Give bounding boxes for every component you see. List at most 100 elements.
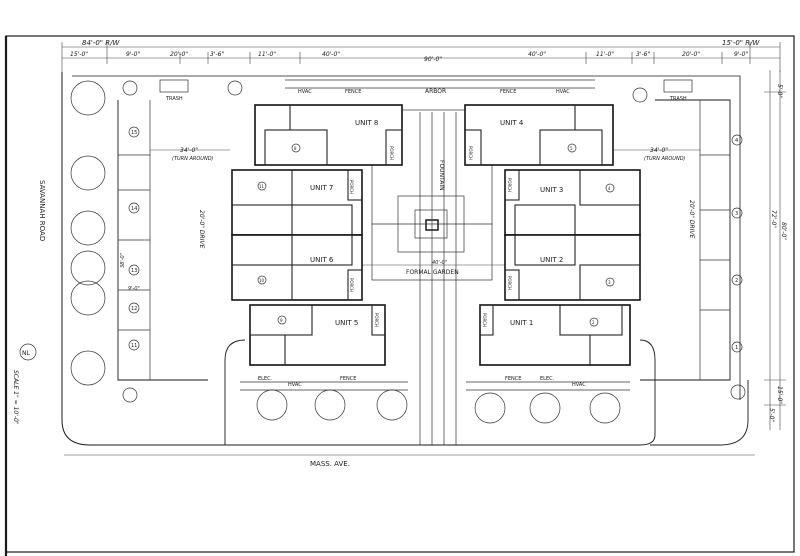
dim-seg-5: 11'-0" [258, 51, 276, 58]
elec-bottom-left: ELEC. [258, 376, 273, 382]
garden-dim: 40'-0" [432, 260, 447, 266]
mark-u1: 2 [592, 320, 595, 325]
hvac-top-right: HVAC [556, 89, 570, 95]
porch-u1: PORCH [482, 313, 487, 327]
top-fence: TRASH TRASH FENCE ARBOR FENCE HVAC HVAC [159, 79, 693, 102]
mark-u2: 3 [608, 280, 611, 285]
elec-bottom-right: ELEC. [540, 376, 555, 382]
porch-u6: PORCH [349, 278, 354, 292]
mark-u7: 11 [259, 184, 265, 189]
site-boundary [61, 72, 755, 456]
stall-12: 12 [131, 306, 137, 312]
dim-right-3: 80'-0" [780, 222, 787, 240]
porch-u2: PORCH [507, 276, 512, 290]
unit-7: UNIT 7 PORCH 11 [231, 169, 363, 236]
trees-left [70, 80, 746, 403]
dim-seg-8: 40'-0" [528, 51, 546, 58]
mark-u6: 10 [259, 278, 265, 283]
unit-8-label: UNIT 8 [355, 119, 378, 127]
hvac-bottom-left: HVAC [288, 382, 302, 388]
north-mark: NL [22, 350, 30, 357]
turnaround-left-dim: 34'-0" [180, 147, 198, 154]
stall-1: 1 [735, 345, 738, 351]
porch-u5: PORCH [374, 313, 379, 327]
top-dimensions: 84'-0" R/W 15'-0" R/W 15'-0" 9'-0" 20'-0… [61, 39, 781, 72]
right-dimensions: 5'-0" 72'-0" 80'-0" 15'-0" 5'-0" [764, 70, 787, 430]
left-dim-a: 38'-0" [120, 253, 126, 268]
bottom-fence: FENCE FENCE HVAC HVAC ELEC. ELEC. [240, 376, 630, 391]
stall-11: 11 [131, 343, 137, 349]
turnaround-right-label: (TURN AROUND) [644, 156, 686, 162]
dim-overall-right: 15'-0" R/W [722, 39, 760, 47]
unit-3: UNIT 3 PORCH 4 [504, 169, 641, 236]
left-dim-b: 9'-0" [128, 286, 140, 292]
stall-4: 4 [735, 138, 738, 144]
unit-6: UNIT 6 PORCH 10 [231, 234, 363, 301]
unit-4: UNIT 4 PORCH 5 [464, 104, 614, 166]
hvac-top-left: HVAC [298, 89, 312, 95]
dim-right-1: 5'-0" [776, 84, 783, 98]
trash-right: TRASH [669, 96, 687, 102]
formal-garden-label: FORMAL GARDEN [406, 269, 459, 276]
drive-right: 20'-0" DRIVE [688, 200, 695, 239]
unit-6-label: UNIT 6 [310, 256, 334, 264]
central-court: FOUNTAIN 40'-0" FORMAL GARDEN [360, 109, 510, 445]
unit-2: UNIT 2 PORCH 3 [504, 234, 641, 301]
unit-1-label: UNIT 1 [510, 319, 533, 327]
unit-8: UNIT 8 PORCH 8 [254, 104, 403, 166]
street-left-label: SAVANNAH ROAD [38, 180, 46, 241]
stall-3: 3 [735, 211, 738, 217]
scale-note: SCALE 1" = 10'-0" [12, 370, 19, 425]
dim-seg-10: 3'-6" [636, 51, 650, 58]
parking-left: 15 14 13 12 11 38'-0" 9'-0" [118, 100, 151, 380]
stall-13: 13 [131, 268, 137, 274]
turnaround-right-dim: 34'-0" [650, 147, 668, 154]
fence-top-left: FENCE [345, 89, 361, 95]
porch-u4: PORCH [468, 146, 473, 160]
unit-2-label: UNIT 2 [540, 256, 563, 264]
dim-seg-3: 20'-0" [170, 51, 188, 58]
stall-14: 14 [131, 206, 137, 212]
dim-seg-4: 3'-6" [210, 51, 224, 58]
street-bottom-label: MASS. AVE. [310, 460, 350, 468]
fountain-label: FOUNTAIN [438, 160, 445, 191]
fence-top-right: FENCE [500, 89, 516, 95]
hvac-bottom-right: HVAC [572, 382, 586, 388]
arbor-label: ARBOR [425, 88, 446, 95]
unit-1: UNIT 1 PORCH 2 [479, 304, 631, 366]
unit-5-label: UNIT 5 [335, 319, 358, 327]
dim-right-4: 15'-0" [776, 386, 783, 404]
fence-bottom-right: FENCE [505, 376, 521, 382]
dim-overall-left: 84'-0" R/W [82, 39, 120, 47]
unit-7-label: UNIT 7 [310, 184, 333, 192]
dim-seg-11: 20'-0" [682, 51, 700, 58]
unit-3-label: UNIT 3 [540, 186, 563, 194]
dim-seg-2: 9'-0" [126, 51, 140, 58]
dim-seg-6: 40'-0" [322, 51, 340, 58]
mark-u8: 8 [294, 146, 297, 151]
north-arrow [19, 343, 37, 361]
trees-bottom [256, 389, 621, 424]
unit-4-label: UNIT 4 [500, 119, 524, 127]
drive-left: 20'-0" DRIVE [198, 210, 205, 249]
stall-2: 2 [735, 278, 738, 284]
dim-right-2: 72'-0" [770, 210, 777, 228]
porch-u7: PORCH [349, 180, 354, 194]
fence-bottom-left: FENCE [340, 376, 356, 382]
dim-seg-1: 15'-0" [70, 51, 88, 58]
turnaround-left-label: (TURN AROUND) [172, 156, 214, 162]
mark-u5: 9 [280, 318, 283, 323]
dim-right-5: 5'-0" [768, 408, 775, 422]
mark-u3: 4 [608, 186, 611, 191]
parking-right: 4 3 2 1 [699, 100, 743, 380]
stall-15: 15 [131, 130, 137, 136]
dim-seg-7: 90'-0" [424, 56, 442, 63]
porch-u8: PORCH [389, 146, 394, 160]
porch-u3: PORCH [507, 178, 512, 192]
dim-seg-9: 11'-0" [596, 51, 614, 58]
unit-5: UNIT 5 PORCH 9 [249, 304, 386, 366]
mark-u4: 5 [570, 146, 573, 151]
dim-seg-12: 9'-0" [734, 51, 748, 58]
trash-left: TRASH [165, 96, 183, 102]
